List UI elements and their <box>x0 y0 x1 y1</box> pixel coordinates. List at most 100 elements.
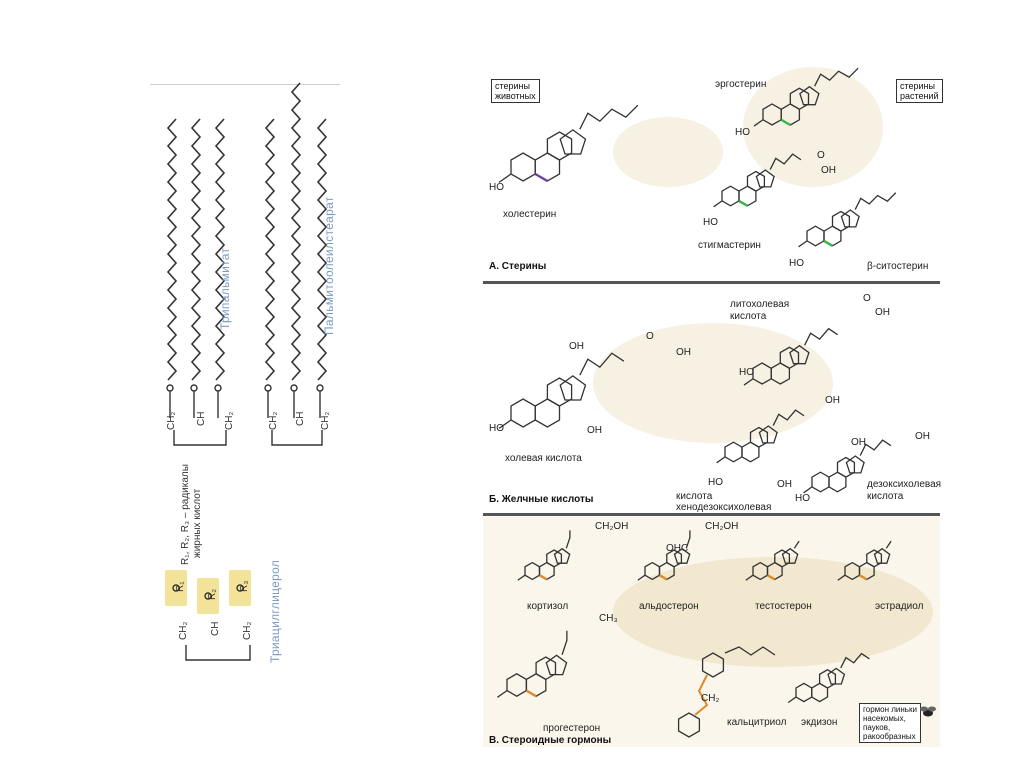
plant-sterols-box: стерины растений <box>896 79 943 103</box>
ch2oh-label: CH₂OH <box>705 521 739 532</box>
o-label: O <box>863 293 871 304</box>
box-line: стерины <box>495 81 530 91</box>
box-line: стерины <box>900 81 935 91</box>
cholic-acid-structure <box>491 343 691 443</box>
o-label: O <box>646 331 654 342</box>
steroid-hormones-panel: CH₂OH кортизол CH₂OH OHC альдостерон тес… <box>483 517 940 747</box>
backbone-ch2-label: CH₂ <box>224 411 235 430</box>
ho-label: HO <box>795 493 810 504</box>
ecdysone-label: экдизон <box>801 717 838 728</box>
deoxycholic-label-line1: дезоксихолевая <box>867 479 942 490</box>
ergosterol-structure <box>748 62 888 142</box>
background-shape <box>613 557 933 667</box>
box-line: пауков, <box>863 723 891 732</box>
cortisol-label: кортизол <box>527 601 569 612</box>
box-line: ракообразных <box>863 732 916 741</box>
fatty-acid-chains-drawing <box>165 82 328 661</box>
triacylglycerol-label: Триацилглицерол <box>268 559 282 663</box>
box-line: растений <box>900 91 939 101</box>
chenodeoxycholic-structure <box>711 403 881 483</box>
progesterone-label: прогестерон <box>543 723 601 734</box>
sterols-panel: стерины животных стерины растений HO хол… <box>483 47 943 283</box>
box-line: гормон линьки <box>863 705 917 714</box>
lithocholic-structure <box>738 321 908 411</box>
calcitriol-label: кальцитриол <box>727 717 787 728</box>
tripalmitate-label: Трипальмитат <box>218 247 232 330</box>
ho-label: HO <box>489 423 504 434</box>
animal-sterols-box: стерины животных <box>491 79 540 103</box>
ch2oh-label: CH₂OH <box>595 521 629 532</box>
radicals-note-line2: жирных кислот <box>192 488 203 558</box>
testosterone-label: тестостерон <box>755 601 812 612</box>
cholic-acid-label: холевая кислота <box>505 453 582 464</box>
ho-label: HO <box>789 258 804 269</box>
background-shape <box>593 323 833 443</box>
backbone-ch2-label: CH₂ <box>268 411 279 430</box>
oh-label: OH <box>825 395 840 406</box>
ho-label: HO <box>735 127 750 138</box>
oh-label: OH <box>821 165 836 176</box>
aldosterone-structure <box>633 529 753 599</box>
background-shape <box>743 67 883 187</box>
oh-label: OH <box>915 431 930 442</box>
bile-acids-panel: литохолевая кислота OH O HO OH OH O HO O… <box>483 283 942 515</box>
r2-label: R₂ <box>207 588 218 600</box>
backbone-ch2-label: CH₂ <box>320 411 331 430</box>
backbone-ch2-label: CH₂ <box>166 411 177 430</box>
box-line: животных <box>495 91 536 101</box>
stigmasterol-structure <box>708 147 848 227</box>
oh-label: OH <box>676 347 691 358</box>
panel-divider <box>483 513 940 516</box>
oh-label: OH <box>569 341 584 352</box>
ho-label: HO <box>708 477 723 488</box>
oh-label: OH <box>851 437 866 448</box>
sitosterol-label: β-ситостерин <box>867 261 929 272</box>
progesterone-structure <box>491 629 641 719</box>
ergosterol-label: эргостерин <box>715 79 767 90</box>
backbone-ch-label: CH <box>196 411 207 426</box>
cholesterol-label: холестерин <box>503 209 557 220</box>
ch2-label: CH₂ <box>701 693 720 704</box>
top-rule <box>150 84 340 85</box>
molting-hormone-box: гормон линьки насекомых, пауков, ракообр… <box>859 703 921 743</box>
lithocholic-label-line1: литохолевая <box>730 299 790 310</box>
panel-divider <box>483 281 940 284</box>
cholesterol-structure <box>491 97 691 197</box>
steroid-hormones-title: В. Стероидные гормоны <box>489 735 612 746</box>
stigmasterol-label: стигмастерин <box>698 240 761 251</box>
ecdysone-structure <box>783 647 943 727</box>
r3-label: R₃ <box>239 580 250 592</box>
estradiol-label: эстрадиол <box>875 601 924 612</box>
o-label: O <box>817 150 825 161</box>
testosterone-structure <box>741 529 861 599</box>
chenodeoxycholic-label-line2: кислота <box>676 491 713 502</box>
ch3-label: CH₃ <box>599 613 618 624</box>
backbone-ch2-label: CH₂ <box>178 621 189 640</box>
triglyceride-panel: Трипальмитат Пальмитоолеилстеарат Триаци… <box>150 80 350 680</box>
r1-label: R₁ <box>175 581 186 592</box>
box-line: насекомых, <box>863 714 906 723</box>
ho-label: HO <box>489 182 504 193</box>
fly-icon <box>920 706 936 717</box>
ho-label: HO <box>739 367 754 378</box>
oh-label: OH <box>587 425 602 436</box>
background-shape <box>613 117 723 187</box>
lipids-figure: стерины животных стерины растений HO хол… <box>483 47 943 747</box>
cortisol-structure <box>513 529 633 599</box>
aldosterone-label: альдостерон <box>639 601 699 612</box>
ho-label: HO <box>703 217 718 228</box>
backbone-ch2-label: CH₂ <box>242 621 253 640</box>
chenodeoxycholic-label-line1: хенодезоксихолевая <box>676 502 772 513</box>
oh-label: OH <box>777 479 792 490</box>
deoxycholic-structure <box>798 433 938 513</box>
lithocholic-label-line2: кислота <box>730 311 767 322</box>
deoxycholic-label-line2: кислота <box>867 491 904 502</box>
bile-acids-title: Б. Желчные кислоты <box>489 494 594 505</box>
calcitriol-structure <box>655 617 785 742</box>
sitosterol-structure <box>793 187 933 267</box>
backbone-ch-label: CH <box>295 411 306 426</box>
sterols-title: А. Стерины <box>489 261 547 272</box>
palmitooleostearate-label: Пальмитоолеилстеарат <box>322 196 336 335</box>
estradiol-structure <box>833 529 943 599</box>
oh-label: OH <box>875 307 890 318</box>
